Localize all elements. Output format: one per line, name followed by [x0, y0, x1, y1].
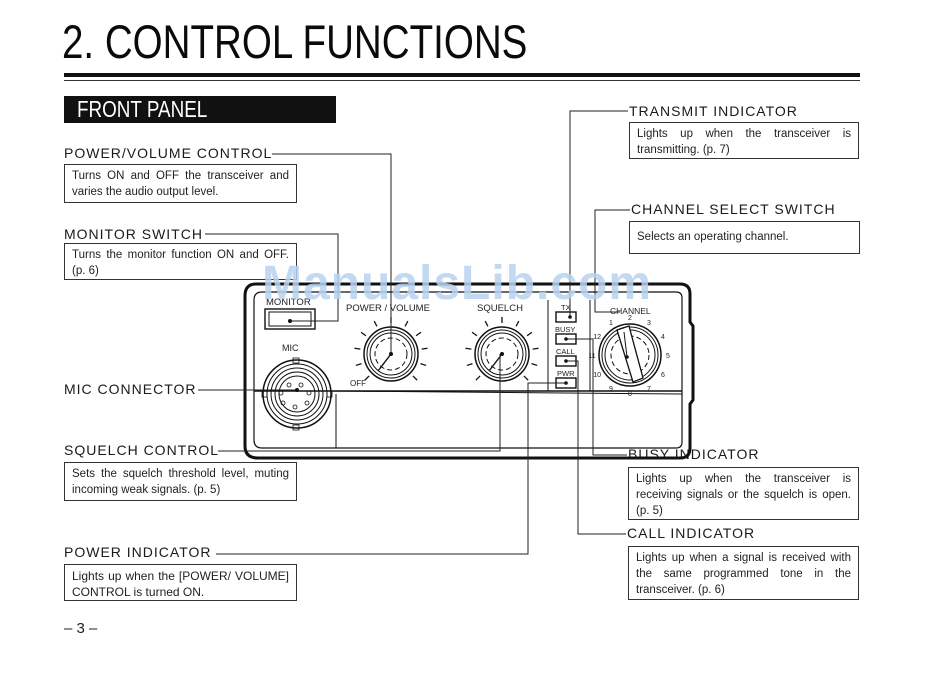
- knob-tick: [421, 347, 428, 350]
- channel-number: 6: [661, 372, 665, 379]
- panel-power-volume-label: POWER / VOLUME: [346, 303, 430, 314]
- monitor-switch-button: [264, 308, 316, 330]
- knob-tick: [531, 362, 538, 367]
- knob-tick: [360, 331, 367, 337]
- channel-number: 1: [609, 320, 613, 327]
- channel-number: 4: [661, 334, 665, 341]
- page-number: – 3 –: [64, 620, 98, 637]
- transmit-indicator-label: TRANSMIT INDICATOR: [629, 103, 798, 119]
- channel-select-knob: [598, 323, 662, 387]
- power-indicator-desc: Lights up when the [POWER/ VOLUME] CONTR…: [64, 564, 297, 601]
- section-heading-text: FRONT PANEL: [77, 96, 208, 122]
- section-heading: FRONT PANEL: [64, 96, 336, 123]
- knob-tick: [466, 362, 473, 367]
- channel-number: 12: [593, 334, 601, 341]
- knob-tick: [471, 331, 478, 337]
- channel-select-desc: Selects an operating channel.: [629, 221, 860, 254]
- title-rule-thin: [64, 80, 860, 81]
- panel-pwr-label: PWR: [557, 369, 575, 378]
- channel-number: 9: [609, 386, 613, 393]
- panel-busy-label: BUSY: [555, 325, 575, 334]
- knob-tick: [475, 375, 481, 381]
- knob-tick: [523, 375, 529, 381]
- knob-tick: [515, 320, 520, 327]
- channel-number: 2: [628, 315, 632, 322]
- call-indicator-desc: Lights up when a signal is received with…: [628, 546, 859, 600]
- knob-tick: [420, 362, 427, 367]
- knob-tick: [484, 320, 489, 327]
- panel-call-label: CALL: [556, 347, 575, 356]
- panel-tx-label: TX: [561, 303, 571, 312]
- mic-connector-graphic: [261, 357, 333, 431]
- knob-tick: [355, 362, 362, 367]
- tx-led: [555, 311, 577, 323]
- knob-tick: [373, 320, 378, 327]
- knob-tick: [532, 347, 539, 350]
- mic-connector-label: MIC CONNECTOR: [64, 381, 197, 397]
- panel-off-label: OFF: [350, 379, 366, 388]
- channel-number: 10: [593, 372, 601, 379]
- power-volume-desc: Turns ON and OFF the transceiver and var…: [64, 164, 297, 203]
- panel-mic-label: MIC: [282, 343, 299, 353]
- channel-number: 8: [628, 391, 632, 398]
- channel-number: 11: [588, 353, 595, 360]
- channel-number: 5: [666, 353, 670, 360]
- knob-tick: [526, 331, 533, 337]
- watermark: ManualsLib.com: [262, 257, 653, 310]
- channel-number: 7: [647, 386, 651, 393]
- panel-squelch-label: SQUELCH: [477, 303, 523, 314]
- radio-faceplate: [253, 291, 683, 449]
- channel-select-label: CHANNEL SELECT SWITCH: [631, 201, 836, 217]
- knob-tick: [415, 331, 422, 337]
- panel-monitor-label: MONITOR: [266, 297, 311, 308]
- monitor-switch-label: MONITOR SWITCH: [64, 226, 203, 242]
- page-title: 2. CONTROL FUNCTIONS: [62, 15, 528, 68]
- title-rule: [64, 73, 860, 77]
- monitor-switch-desc: Turns the monitor function ON and OFF. (…: [64, 243, 297, 280]
- knob-tick: [354, 347, 361, 350]
- call-indicator-label: CALL INDICATOR: [627, 525, 756, 541]
- busy-indicator-desc: Lights up when the transceiver is receiv…: [628, 467, 859, 520]
- squelch-control-desc: Sets the squelch threshold level, muting…: [64, 462, 297, 501]
- power-volume-label: POWER/VOLUME CONTROL: [64, 145, 273, 161]
- knob-tick: [404, 320, 409, 327]
- channel-number: 3: [647, 320, 651, 327]
- knob-tick: [465, 347, 472, 350]
- squelch-knob: [465, 317, 539, 382]
- transmit-indicator-desc: Lights up when the transceiver is transm…: [629, 122, 859, 159]
- knob-tick: [412, 375, 418, 381]
- panel-channel-label: CHANNEL: [610, 306, 651, 316]
- power-indicator-label: POWER INDICATOR: [64, 544, 212, 560]
- knob-tick: [364, 375, 370, 381]
- radio-body-outline: [243, 282, 695, 460]
- squelch-control-label: SQUELCH CONTROL: [64, 442, 220, 458]
